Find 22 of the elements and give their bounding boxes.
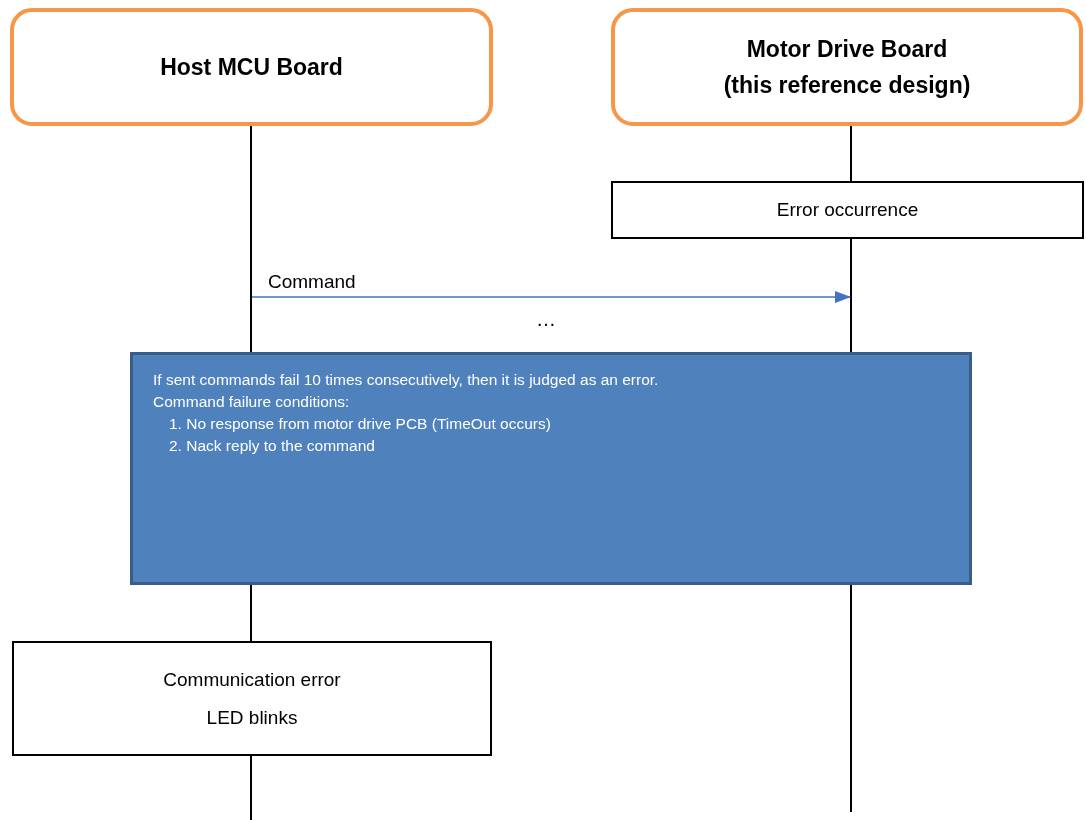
lifeline — [850, 126, 852, 181]
process-box — [12, 641, 492, 756]
lifeline — [250, 585, 252, 641]
lifeline — [850, 585, 852, 812]
participant-title: Host MCU Board — [160, 53, 343, 82]
participant-title: Motor Drive Board — [746, 35, 948, 64]
participant-box — [611, 8, 1083, 126]
process-label: Communication error LED blinks — [162, 667, 342, 730]
note-text: Command failure conditions: — [153, 392, 351, 412]
lifeline — [250, 756, 252, 820]
note-text: 2. Nack reply to the command — [168, 436, 376, 456]
process-box — [611, 181, 1084, 239]
participant-title: (this reference design) — [723, 71, 971, 100]
note-box — [130, 352, 972, 585]
participant-box — [10, 8, 493, 126]
continuation-mark: … — [536, 308, 556, 331]
process-label: Error occurrence — [776, 198, 919, 222]
note-text: If sent commands fail 10 times consecutively, then it is judged as an error. — [153, 370, 660, 390]
lifeline — [250, 126, 252, 352]
lifeline — [850, 239, 852, 352]
message-arrow — [251, 291, 851, 303]
note-text: 1. No response from motor drive PCB (TimeOut occurs) — [168, 414, 552, 434]
